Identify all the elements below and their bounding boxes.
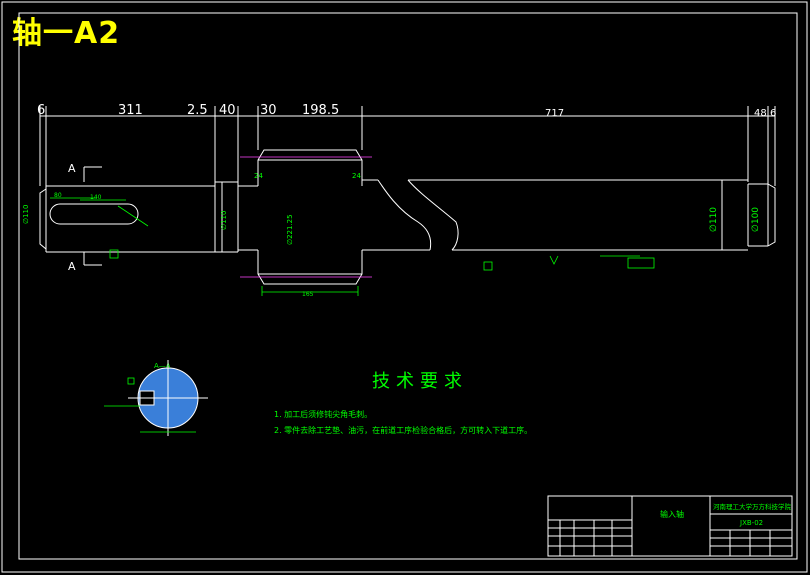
- tech-note: 1. 加工后须修钝尖角毛刺。: [274, 409, 372, 419]
- dim-label: 2.5: [187, 103, 208, 118]
- dim-label: 40: [219, 103, 236, 118]
- dim-label: 311: [118, 103, 143, 118]
- dim-label: 6: [770, 108, 776, 119]
- tech-note: 2. 零件去除工艺垫、油污，在前道工序检验合格后，方可转入下道工序。: [274, 425, 532, 435]
- top-dimension-labels: 6 311 2.5 40 30 198.5 717 48 6: [37, 103, 776, 119]
- inner-frame: [18, 12, 798, 560]
- dim-label: 198.5: [302, 103, 339, 118]
- green-annotations: 80 140 ∅110 ∅110 ∅221.25 ∅110 ∅100 24 24…: [22, 172, 761, 298]
- dim-label: 30: [260, 103, 277, 118]
- diameter-label: ∅110: [709, 207, 719, 232]
- diameter-label: ∅221.25: [286, 214, 294, 245]
- tech-title: 技术要求: [372, 371, 468, 392]
- diameter-label: ∅110: [220, 211, 228, 230]
- dim-label: 80: [54, 192, 62, 199]
- keyway-slot: [49, 203, 139, 225]
- dim-label: 165: [302, 291, 314, 298]
- technical-requirements: 技术要求 1. 加工后须修钝尖角毛刺。 2. 零件去除工艺垫、油污，在前道工序检…: [274, 371, 532, 435]
- dim-label: 717: [545, 108, 564, 119]
- school-name: 河南理工大学万方科技学院: [713, 502, 792, 511]
- section-label: A—A: [154, 362, 171, 370]
- title-block: 输入轴 河南理工大学万方科技学院 JXB-02: [547, 495, 793, 557]
- section-mark: A: [68, 260, 76, 273]
- pitch-markers: [240, 156, 372, 278]
- diameter-label: ∅100: [751, 207, 761, 232]
- section-mark: A: [68, 162, 76, 175]
- drawing-title: 轴一A2: [12, 16, 121, 51]
- dim-label: 24: [254, 172, 263, 180]
- dim-label: 6: [37, 103, 45, 118]
- dim-label: 48: [754, 108, 767, 119]
- shaft-outline: [39, 149, 776, 285]
- section-cut-markers: A A: [68, 162, 102, 273]
- dim-label: 24: [352, 172, 361, 180]
- drawing-number: JXB-02: [739, 519, 763, 527]
- top-dimension-row: [39, 106, 776, 186]
- section-view-a-a: A—A: [104, 360, 208, 436]
- dim-label: 140: [90, 194, 102, 201]
- diameter-label: ∅110: [22, 205, 30, 224]
- part-name: 输入轴: [660, 509, 684, 519]
